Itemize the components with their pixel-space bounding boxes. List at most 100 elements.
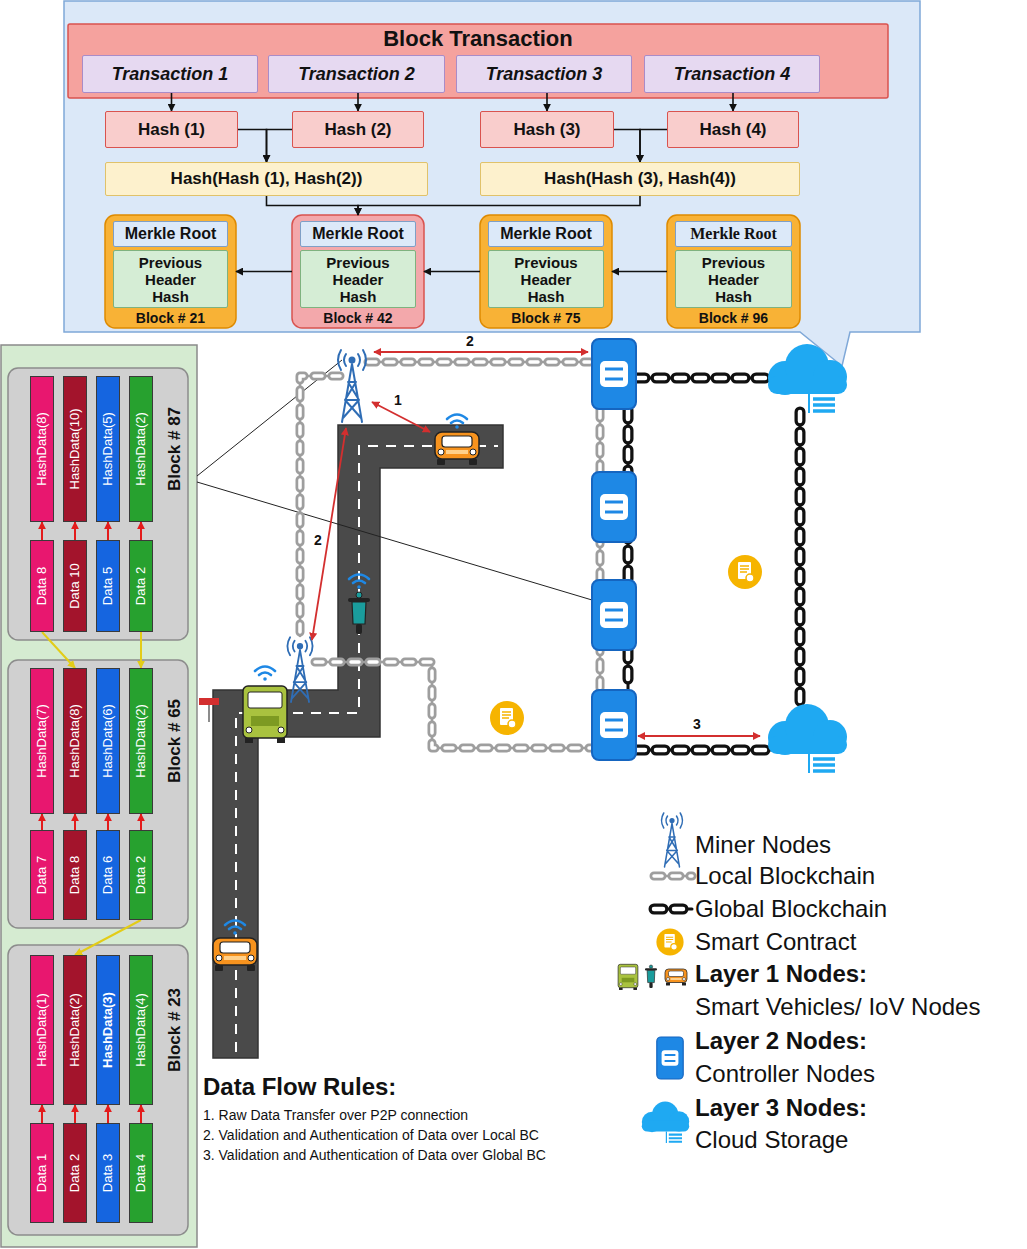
block-header-box: Block # 96Merkle RootPrevious Header Has… [667,215,800,328]
global-blockchain-chain-part [636,745,770,756]
data-label: Data 6 [101,856,116,894]
previous-hash-box: Previous Header Hash [488,250,604,308]
cloud-storage [768,704,847,773]
data-cell: Data 2 [129,540,153,632]
transaction-box: Transaction 3 [456,55,632,93]
legend-description: Smart Vehicles/ IoV Nodes [695,993,980,1021]
data-label: Data 8 [68,856,83,894]
global-blockchain-chain-part [799,412,802,704]
arrow-connector [140,1105,142,1123]
transaction-box: Transaction 2 [268,55,445,93]
wifi-icon [255,667,275,681]
data-cell: Data 3 [96,1123,120,1223]
hash-data-cell: HashData(6) [96,668,120,814]
hash-data-label: HashData(8) [68,704,83,778]
controller-node [592,339,636,409]
hash-label: Hash(Hash (3), Hash(4)) [544,169,736,189]
data-block-box: Block # 87HashData(8)HashData(10)HashDat… [8,368,188,640]
block-number: Block # 96 [667,310,800,326]
hash-pair-box: Hash(Hash (3), Hash(4)) [480,162,800,196]
band-heading: Block Transaction [68,26,888,52]
car-icon [213,938,257,971]
global-blockchain-chain-part [795,412,806,704]
hash-data-cell: HashData(2) [129,376,153,522]
legend-local-chain-part [654,872,692,881]
legend-description: Cloud Storage [695,1126,848,1154]
hash-data-label: HashData(7) [35,704,50,778]
arrow-connector [358,196,640,215]
hash-label: Hash(Hash (1), Hash(2)) [171,169,363,189]
smart-contract-icon [490,701,524,735]
road-sign-part [208,704,210,722]
global-blockchain-chain-part [798,412,803,704]
arrow-connector [236,271,292,273]
hash-label: Hash (3) [513,120,580,140]
data-cell: Data 5 [96,540,120,632]
hash-data-cell: HashData(2) [129,668,153,814]
road [213,425,503,1058]
data-cell: Data 8 [63,830,87,920]
rule-text: 3. Validation and Authentication of Data… [203,1146,546,1164]
data-label: Data 5 [101,567,116,605]
data-label: Data 2 [134,856,149,894]
block-transaction-band-outline [68,24,888,98]
legend-local-chain-part [654,874,692,878]
callout-number: 2 [312,533,324,548]
block-number: Block # 65 [165,699,185,783]
previous-hash-box: Previous Header Hash [113,250,228,308]
hash-data-cell: HashData(8) [30,376,54,522]
legend-global-chain [654,909,692,910]
merkle-root-box: Merkle Root [675,221,792,247]
legend-tower [662,813,683,867]
arrow-connector [107,522,109,540]
block-header-box-outline [105,215,236,328]
hash-box: Hash (4) [667,111,799,148]
legend-icons [618,813,692,1143]
global-blockchain-chain [628,378,800,750]
hash-data-cell: HashData(3) [96,955,120,1105]
arrow-connector [41,814,43,830]
global-blockchain-chain-part [636,749,770,752]
bus-icon [243,686,287,743]
transaction-label: Transaction 4 [674,64,791,85]
data-label: Data 2 [134,567,149,605]
data-flow-arrow-part [638,735,760,737]
arrow-connector [42,632,75,668]
data-cell: Data 1 [30,1123,54,1223]
hash-data-label: HashData(6) [101,704,116,778]
global-blockchain-chain-part [636,748,770,753]
data-block-box: Block # 65 HashData(7) HashData(8) HashData… [8,660,188,928]
legend-local-chain [654,876,692,877]
hash-label: Hash (1) [138,120,205,140]
callout-number: 1 [392,393,404,408]
leader-line-part [197,482,592,600]
previous-hash-label: Previous Header Hash [503,254,589,305]
hash-data-label: HashData(5) [101,412,116,486]
hash-data-cell: HashData(8) [63,668,87,814]
arrow-connector [41,522,43,540]
arrow-connector [107,1105,109,1123]
hash-data-label: HashData(8) [35,412,50,486]
block-number: Block # 23 [165,988,185,1072]
arrow-connector [424,271,480,273]
legend-scooter [645,965,657,988]
road-part [213,425,503,1058]
hash-data-label: HashData(2) [134,704,149,778]
arrow-connector [612,271,667,273]
road-sign [199,698,219,722]
merkle-root-label: Merkle Root [690,225,777,243]
hash-data-label: HashData(2) [134,412,149,486]
arrow-connector [732,93,734,111]
local-blockchain-chain-part [368,358,590,367]
transaction-box: Transaction 1 [82,55,258,93]
global-blockchain-chain-part [636,373,770,384]
data-label: Data 4 [134,1154,149,1192]
transaction-panel [64,1,920,366]
legend-text: Layer 1 Nodes: [695,960,867,988]
merkle-root-box: Merkle Root [300,221,416,247]
arrow-connector [74,814,76,830]
global-blockchain-chain-part [636,377,770,380]
merkle-root-label: Merkle Root [125,225,217,243]
hash-data-label: HashData(1) [35,993,50,1067]
